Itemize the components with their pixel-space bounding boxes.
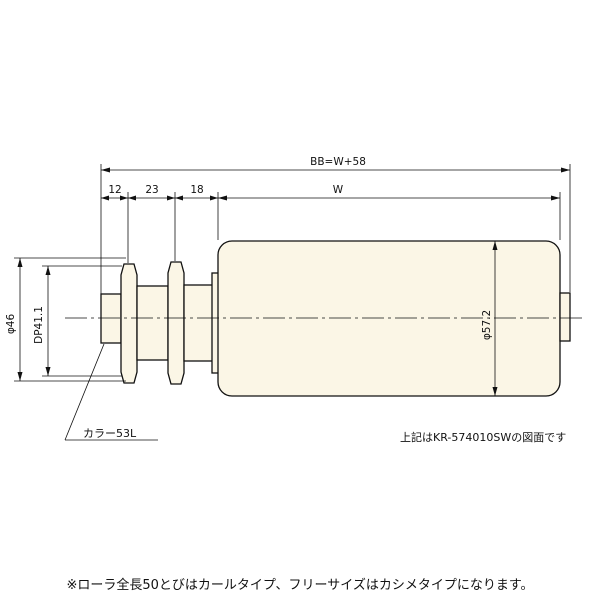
roller-dia-label: φ57.2 (481, 310, 493, 340)
seg3-dim-label: 18 (190, 184, 203, 196)
collar-leader-diagonal (64, 343, 105, 441)
roller-dia-arrow-bottom (492, 387, 498, 396)
seg3-arrow-right (210, 195, 218, 201)
width-dim-label: W (333, 184, 344, 196)
dia46-arrow-top (17, 258, 23, 267)
seg2-dim-label: 23 (145, 184, 158, 196)
left-dimensions: φ46 DP41.1 (5, 257, 126, 382)
dp-arrow-top (45, 266, 51, 275)
left-shaft-stub (100, 293, 122, 344)
roller-body (217, 240, 561, 397)
collar-callout: カラー53L (64, 343, 158, 441)
sprocket-hub (136, 285, 169, 361)
seg1-arrow-left (101, 195, 109, 201)
seg2-arrow-right (167, 195, 175, 201)
top-dimensions: BB=W+58 12 23 18 W (100, 156, 571, 295)
roller-assembly (100, 240, 571, 397)
seg2-arrow-left (128, 195, 136, 201)
overall-dim-label: BB=W+58 (310, 156, 366, 168)
roller-diameter-dimension: φ57.2 (481, 241, 498, 396)
width-arrow-left (218, 195, 227, 201)
sprocket-right (167, 261, 185, 385)
dia46-dim-label: φ46 (5, 314, 17, 335)
connecting-hub (183, 284, 214, 362)
dp-dim-label: DP41.1 (33, 306, 45, 344)
collar-label: カラー53L (83, 427, 137, 440)
roller-dia-arrow-top (492, 241, 498, 250)
dia46-arrow-bottom (17, 372, 23, 381)
footer-note: ※ローラ全長50とびはカールタイプ、フリーサイズはカシメタイプになります。 (66, 578, 534, 593)
seg3-arrow-left (175, 195, 183, 201)
dp-arrow-bottom (45, 367, 51, 376)
seg1-arrow-right (120, 195, 128, 201)
overall-arrow-right (561, 167, 570, 173)
overall-arrow-left (101, 167, 110, 173)
width-arrow-right (551, 195, 560, 201)
seg1-dim-label: 12 (108, 184, 121, 196)
sprocket-left (120, 263, 138, 384)
right-shaft-stub (559, 292, 571, 342)
model-note: 上記はKR-574010SWの図面です (400, 430, 566, 444)
